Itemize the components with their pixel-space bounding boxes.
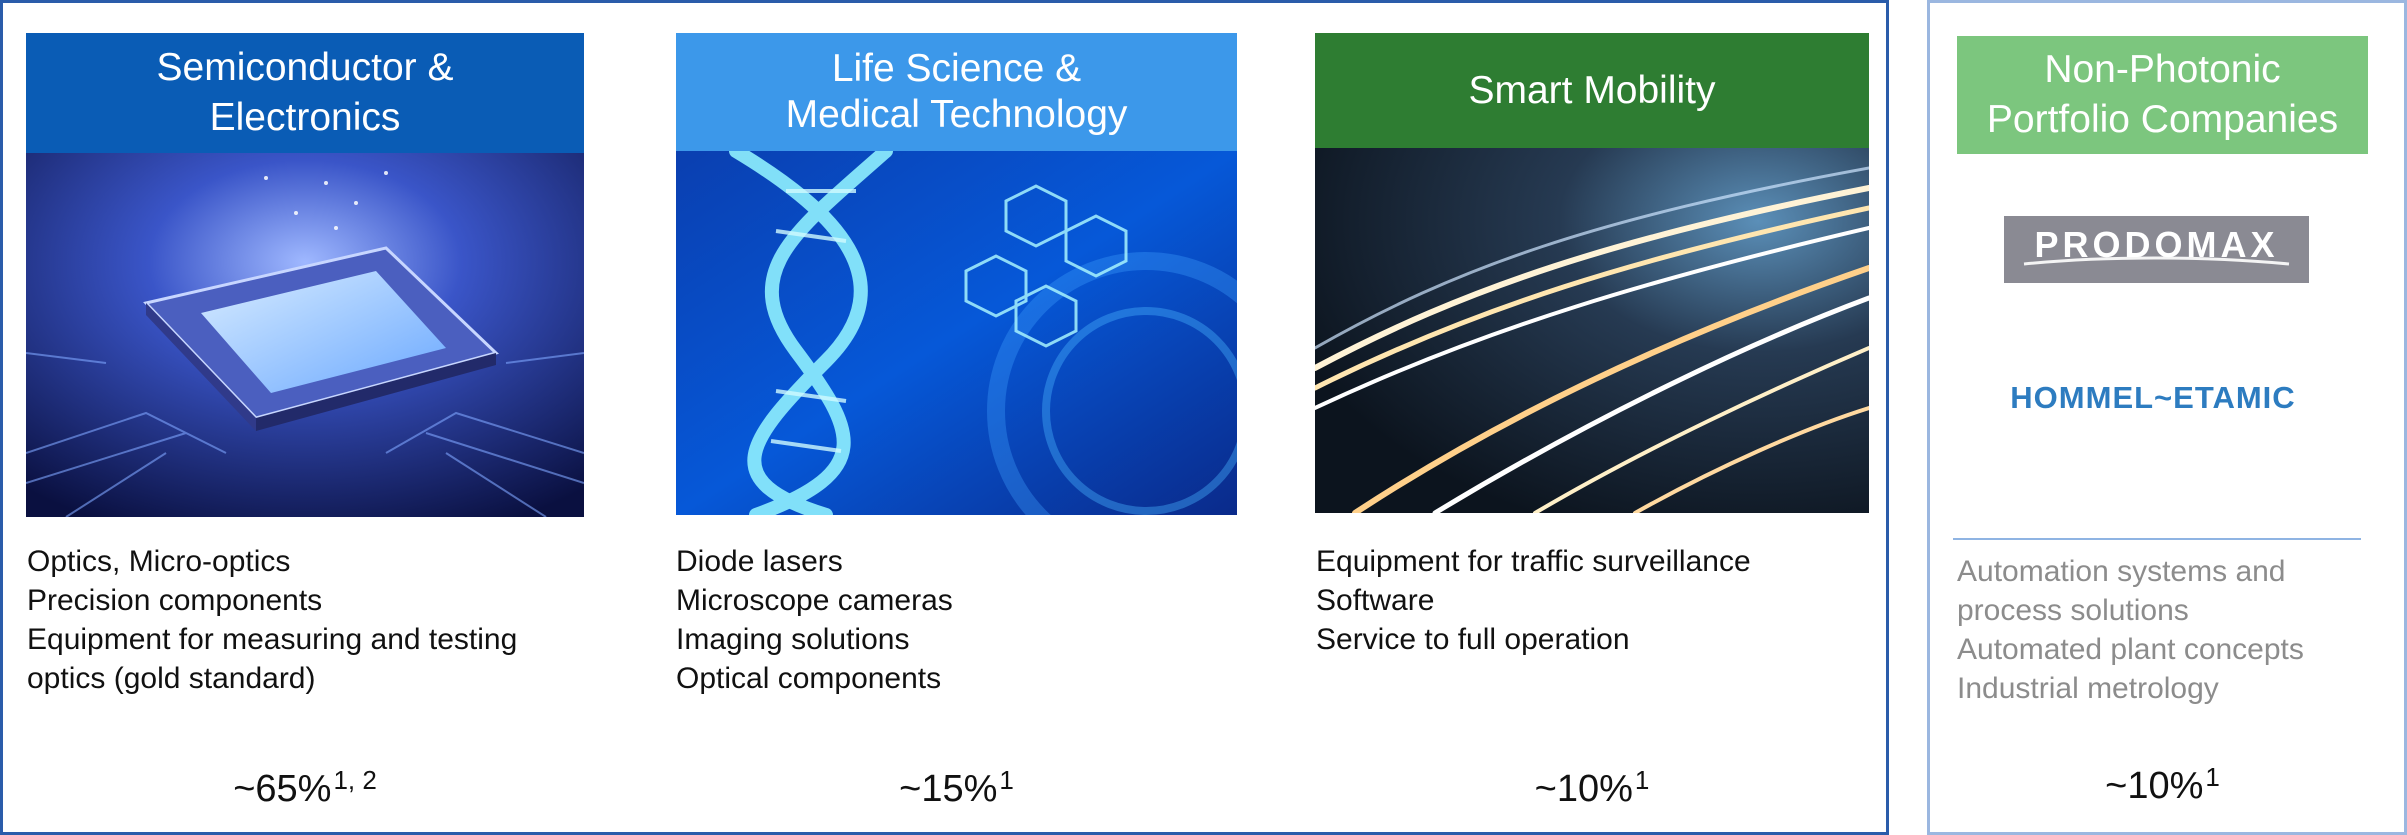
list-item: optics (gold standard) bbox=[27, 662, 316, 695]
share-footnote: 1 bbox=[2205, 762, 2220, 792]
prodomax-logo: PRODOMAX bbox=[2004, 216, 2309, 283]
list-item: Equipment for measuring and testing bbox=[27, 623, 518, 656]
list-item: Industrial metrology bbox=[1957, 672, 2219, 705]
list-item: Equipment for traffic surveillance bbox=[1316, 545, 1751, 578]
segment-share-life-science: ~15%1 bbox=[676, 765, 1237, 811]
prodomax-logo-text: PRODOMAX bbox=[2034, 224, 2279, 265]
share-footnote: 1 bbox=[999, 765, 1014, 795]
list-item: Precision components bbox=[27, 584, 323, 617]
segment-header-life-science: Life Science & Medical Technology bbox=[676, 33, 1237, 151]
dna-helix-image bbox=[676, 151, 1237, 515]
list-item: Software bbox=[1316, 584, 1435, 617]
segment-list-smart-mobility: Equipment for traffic surveillance Softw… bbox=[1316, 542, 1870, 659]
list-item: Microscope cameras bbox=[676, 584, 953, 617]
share-value: ~65% bbox=[233, 768, 332, 810]
list-item: Optics, Micro-optics bbox=[27, 545, 291, 578]
non-photonic-list: Automation systems and process solutions… bbox=[1957, 552, 2304, 708]
segment-list-life-science: Diode lasers Microscope cameras Imaging … bbox=[676, 542, 1237, 698]
list-item: Automation systems and bbox=[1957, 555, 2286, 588]
list-item: process solutions bbox=[1957, 594, 2189, 627]
list-item: Optical components bbox=[676, 662, 942, 695]
list-item: Imaging solutions bbox=[676, 623, 910, 656]
segment-share-semiconductor: ~65%1, 2 bbox=[26, 765, 584, 811]
share-value: ~10% bbox=[2105, 765, 2204, 807]
divider bbox=[1953, 538, 2361, 540]
segment-header-non-photonic: Non-Photonic Portfolio Companies bbox=[1957, 36, 2368, 154]
segment-header-smart-mobility: Smart Mobility bbox=[1315, 33, 1869, 148]
list-item: Diode lasers bbox=[676, 545, 843, 578]
segment-share-non-photonic: ~10%1 bbox=[1957, 762, 2368, 808]
segment-list-semiconductor: Optics, Micro-optics Precision component… bbox=[27, 542, 587, 698]
light-trails-road-image bbox=[1315, 148, 1869, 513]
list-item: Service to full operation bbox=[1316, 623, 1630, 656]
microchip-image bbox=[26, 153, 584, 517]
segment-header-semiconductor: Semiconductor & Electronics bbox=[26, 33, 584, 153]
share-value: ~15% bbox=[899, 768, 998, 810]
share-footnote: 1, 2 bbox=[333, 765, 377, 795]
hommel-etamic-logo-text: HOMMEL~ETAMIC bbox=[2010, 380, 2296, 415]
segment-share-smart-mobility: ~10%1 bbox=[1315, 765, 1869, 811]
share-value: ~10% bbox=[1534, 768, 1633, 810]
list-item: Automated plant concepts bbox=[1957, 633, 2304, 666]
share-footnote: 1 bbox=[1634, 765, 1650, 795]
hommel-etamic-logo: HOMMEL~ETAMIC bbox=[1973, 376, 2333, 420]
